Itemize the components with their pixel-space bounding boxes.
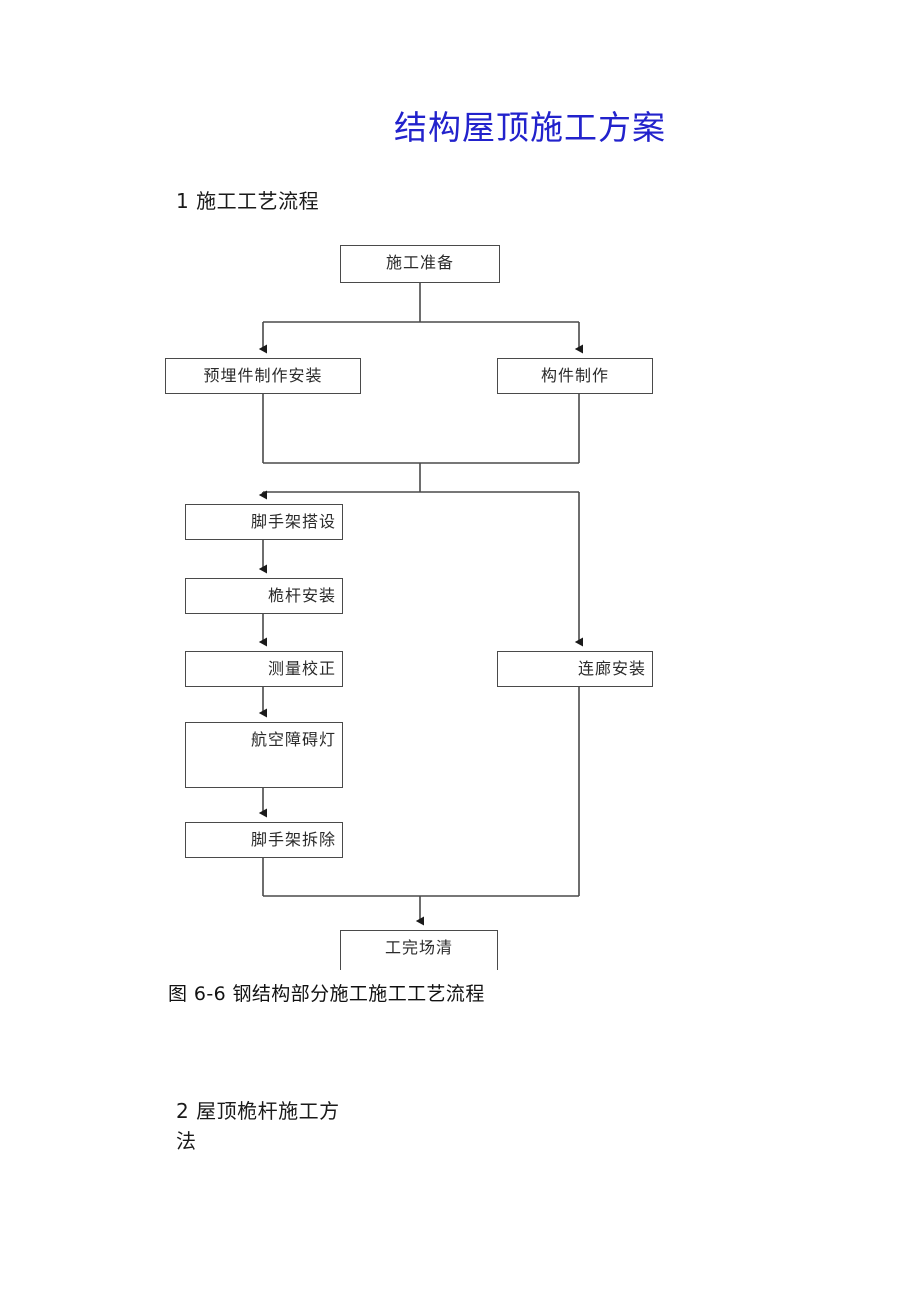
flow-node-corridor-installation[interactable]: 连廊安装 — [497, 651, 653, 687]
flow-node-label: 脚手架搭设 — [250, 512, 336, 531]
flow-node-member-fabrication[interactable]: 构件制作 — [497, 358, 653, 394]
flow-node-label: 构件制作 — [540, 366, 609, 385]
flow-node-label: 测量校正 — [267, 659, 336, 678]
flow-node-label: 预埋件制作安装 — [203, 366, 323, 385]
section-heading-1: 1 施工工艺流程 — [176, 189, 320, 213]
page-title: 结构屋顶施工方案 — [394, 108, 666, 147]
flow-node-label: 连廊安装 — [577, 659, 646, 678]
flow-node-construction-preparation[interactable]: 施工准备 — [340, 245, 500, 283]
flow-node-scaffold-erection[interactable]: 脚手架搭设 — [185, 504, 343, 540]
figure-caption: 图 6-6 钢结构部分施工施工工艺流程 — [168, 983, 485, 1005]
flow-node-embedded-parts-fabrication-installation[interactable]: 预埋件制作安装 — [165, 358, 361, 394]
flow-node-label: 航空障碍灯 — [250, 730, 336, 749]
section-heading-2: 2 屋顶桅杆施工方法 — [176, 1099, 340, 1153]
flow-node-label: 施工准备 — [385, 253, 454, 272]
flow-node-label: 桅杆安装 — [267, 586, 336, 605]
flow-node-survey-correction[interactable]: 测量校正 — [185, 651, 343, 687]
flow-node-label: 脚手架拆除 — [250, 830, 336, 849]
flow-node-work-complete-site-clear[interactable]: 工完场清 — [340, 930, 498, 970]
flow-node-aviation-obstruction-light[interactable]: 航空障碍灯 — [185, 722, 343, 788]
flow-node-mast-installation[interactable]: 桅杆安装 — [185, 578, 343, 614]
flow-node-label: 工完场清 — [384, 938, 453, 957]
flow-node-scaffold-dismantling[interactable]: 脚手架拆除 — [185, 822, 343, 858]
